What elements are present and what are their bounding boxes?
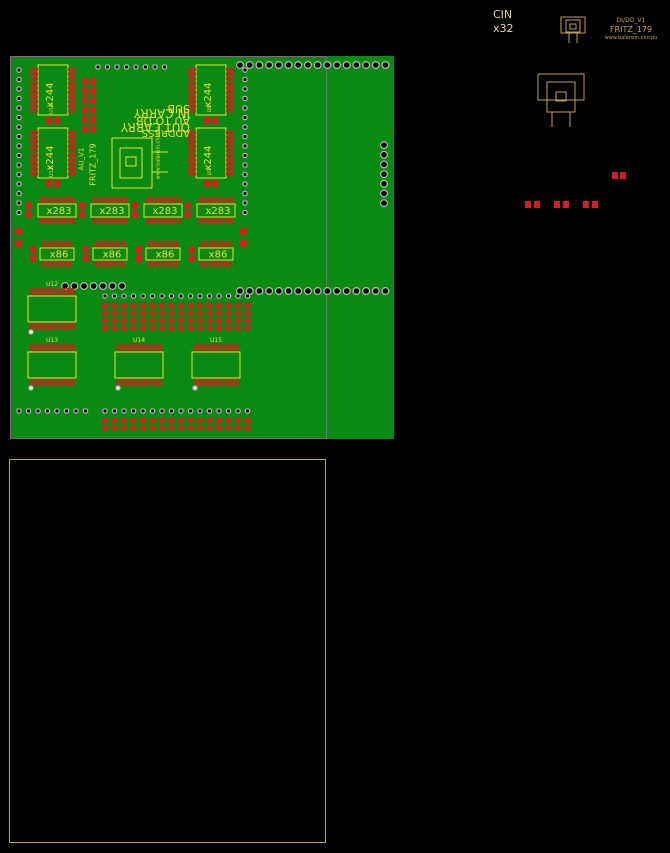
chip-x244-label: x244: [203, 145, 214, 170]
chip-ref-label: U9: [207, 169, 213, 176]
chip-lower-body: [114, 351, 164, 379]
cin-count-label: x32: [493, 22, 514, 35]
silk-au-v1: AU_V1: [77, 147, 86, 171]
silk-fritz: FRITZ_179: [88, 143, 98, 186]
chip-x86-body: [39, 247, 75, 261]
chip-x244-body: [37, 64, 69, 116]
chip-lower-body: [191, 351, 241, 379]
chip-x244-body: [195, 64, 227, 116]
chip-lower-body: [27, 295, 77, 323]
chip-lower-ref: U14: [133, 337, 145, 344]
chip-x283-label: x283: [46, 206, 71, 217]
chip-lower-body: [27, 351, 77, 379]
chip-ref-label: U8: [207, 106, 213, 113]
chip-x244-label: x244: [203, 82, 214, 107]
chip-x283-label: x283: [205, 206, 230, 217]
board-logo-outline: [111, 137, 153, 189]
silk-address: ADDRESS: [141, 127, 190, 138]
board-logo-icon: [537, 73, 585, 127]
chip-x244-body: [37, 127, 69, 179]
chip-ref-label: U10: [49, 104, 55, 114]
chip-x86-label: x86: [156, 250, 175, 261]
chip-x244-body: [195, 127, 227, 179]
chip-lower-ref: U12: [46, 281, 58, 288]
chip-lower-ref: U13: [46, 337, 58, 344]
chip-x283-body: [37, 203, 77, 218]
logo-line3: www.balanzin.ch/cpu: [604, 35, 658, 41]
loose-pads: [525, 172, 626, 208]
chip-x283-body: [143, 203, 183, 218]
small-logo-icon: [560, 16, 586, 43]
silk-url: www.balanzin.ch/cpu: [155, 126, 162, 180]
chip-x244-label: x244: [45, 82, 56, 107]
pcb-board-extension: [327, 56, 394, 439]
chip-x86-label: x86: [209, 250, 228, 261]
chip-x86-body: [92, 247, 128, 261]
silk-au-to-db: AU TO DB: [136, 114, 190, 127]
chip-x86-body: [145, 247, 181, 261]
chip-x283-label: x283: [152, 206, 177, 217]
chip-x283-body: [196, 203, 236, 218]
chip-x283-label: x283: [99, 206, 124, 217]
chip-x86-label: x86: [50, 250, 69, 261]
logo-line1: DI/DO_V1: [616, 17, 646, 24]
chip-x244-label: x244: [45, 145, 56, 170]
chip-x86-label: x86: [103, 250, 122, 261]
cin-label: CIN: [493, 8, 513, 21]
board-outline-empty: [9, 459, 326, 843]
silk-sub: SUB: [167, 102, 190, 115]
chip-x86-body: [198, 247, 234, 261]
chip-lower-ref: U15: [210, 337, 222, 344]
chip-x283-body: [90, 203, 130, 218]
chip-ref-label: U11: [49, 167, 55, 177]
logo-line2: FRITZ_179: [609, 25, 653, 34]
